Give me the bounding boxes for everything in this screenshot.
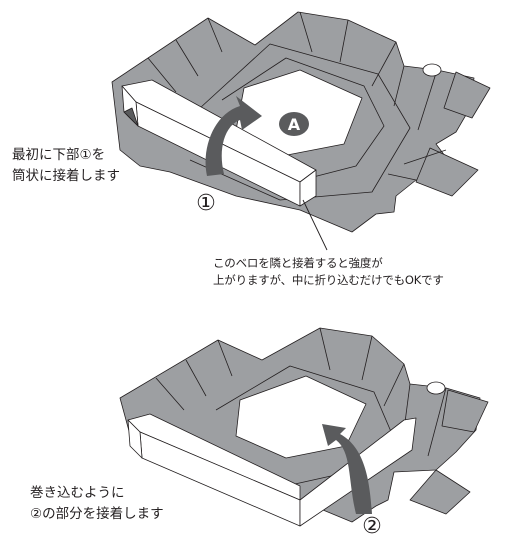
tab-hole-top (422, 63, 442, 77)
instruction-1: 最初に下部①を 筒状に接着します (12, 145, 120, 187)
instruction-2: 巻き込むように ②の部分を接着します (30, 483, 164, 525)
curl-arrow-2 (322, 424, 372, 514)
net-right-tab-1 (443, 71, 491, 119)
panel-mark-A-text: A (288, 115, 301, 134)
callout-line-1: このベロを隣と接着すると強度が (213, 256, 383, 270)
instruction-1-line-2: 筒状に接着します (12, 168, 120, 184)
tab-hole-bottom (426, 381, 446, 395)
net-right-tab-2 (415, 147, 479, 197)
curl-arrow-1 (205, 96, 262, 176)
step-marker-2: ② (362, 514, 382, 539)
net2-right-tab-1 (441, 389, 489, 433)
net2-right-tab-2 (409, 469, 471, 515)
instruction-2-line-1: 巻き込むように (30, 485, 125, 501)
callout-leader (302, 199, 328, 251)
callout-line-2: 上がりますが、中に折り込むだけでもOKです (213, 273, 444, 287)
flat-box-net-top: A (111, 11, 491, 251)
wall-left-end (127, 419, 143, 459)
step-marker-1: ① (196, 191, 216, 216)
panel-mark-A: A (279, 112, 309, 136)
flat-box-net-bottom (119, 327, 489, 527)
instruction-1-line-1: 最初に下部①を (12, 147, 106, 163)
instruction-2-line-2: ②の部分を接着します (30, 506, 164, 522)
tube-end-cap (299, 169, 317, 207)
callout-text: このベロを隣と接着すると強度が 上がりますが、中に折り込むだけでもOKです (213, 255, 444, 289)
